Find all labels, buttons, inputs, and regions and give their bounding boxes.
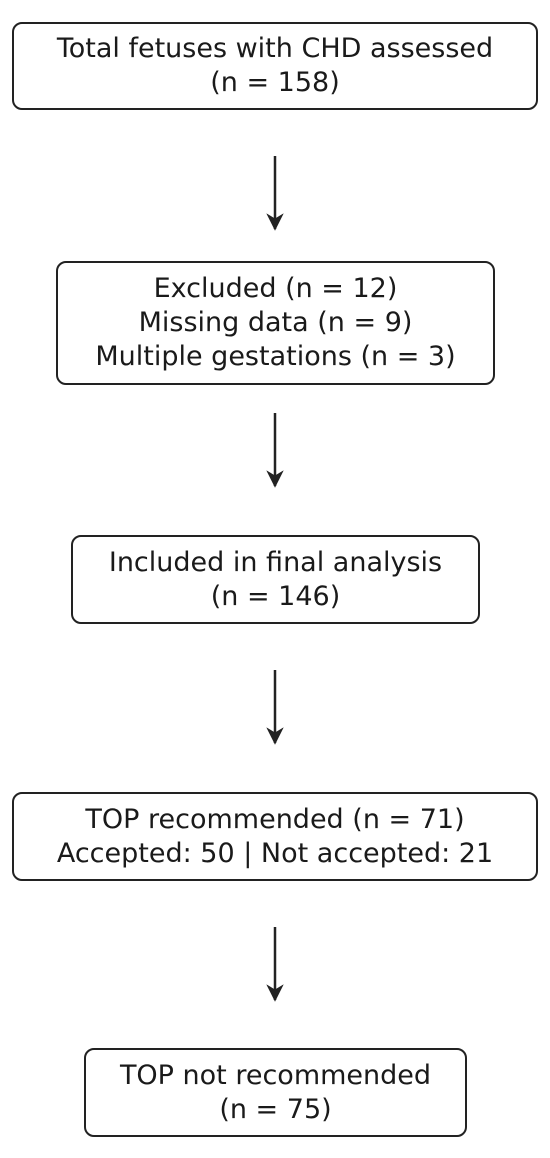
node-excluded-line-1: Excluded (n = 12) xyxy=(153,273,398,304)
node-total-assessed: Total fetuses with CHD assessed (n = 158… xyxy=(12,22,538,110)
node-included: Included in final analysis (n = 146) xyxy=(71,535,480,624)
node-top-recommended-line-2: Accepted: 50 | Not accepted: 21 xyxy=(56,837,494,869)
node-top-not-recommended-line-2: (n = 75) xyxy=(219,1093,332,1125)
node-excluded: Excluded (n = 12) Missing data (n = 9) M… xyxy=(56,261,495,385)
node-included-line-2: (n = 146) xyxy=(210,580,341,612)
node-total-assessed-line-2: (n = 158) xyxy=(210,67,340,98)
node-top-recommended-line-1: TOP recommended (n = 71) xyxy=(85,803,465,835)
node-excluded-line-3: Multiple gestations (n = 3) xyxy=(95,341,456,372)
node-excluded-line-2: Missing data (n = 9) xyxy=(138,307,413,338)
node-top-not-recommended: TOP not recommended (n = 75) xyxy=(84,1048,467,1137)
node-top-not-recommended-line-1: TOP not recommended xyxy=(119,1059,432,1091)
node-total-assessed-line-1: Total fetuses with CHD assessed xyxy=(56,33,494,64)
node-included-line-1: Included in final analysis xyxy=(108,546,443,578)
node-top-recommended: TOP recommended (n = 71) Accepted: 50 | … xyxy=(12,792,538,881)
